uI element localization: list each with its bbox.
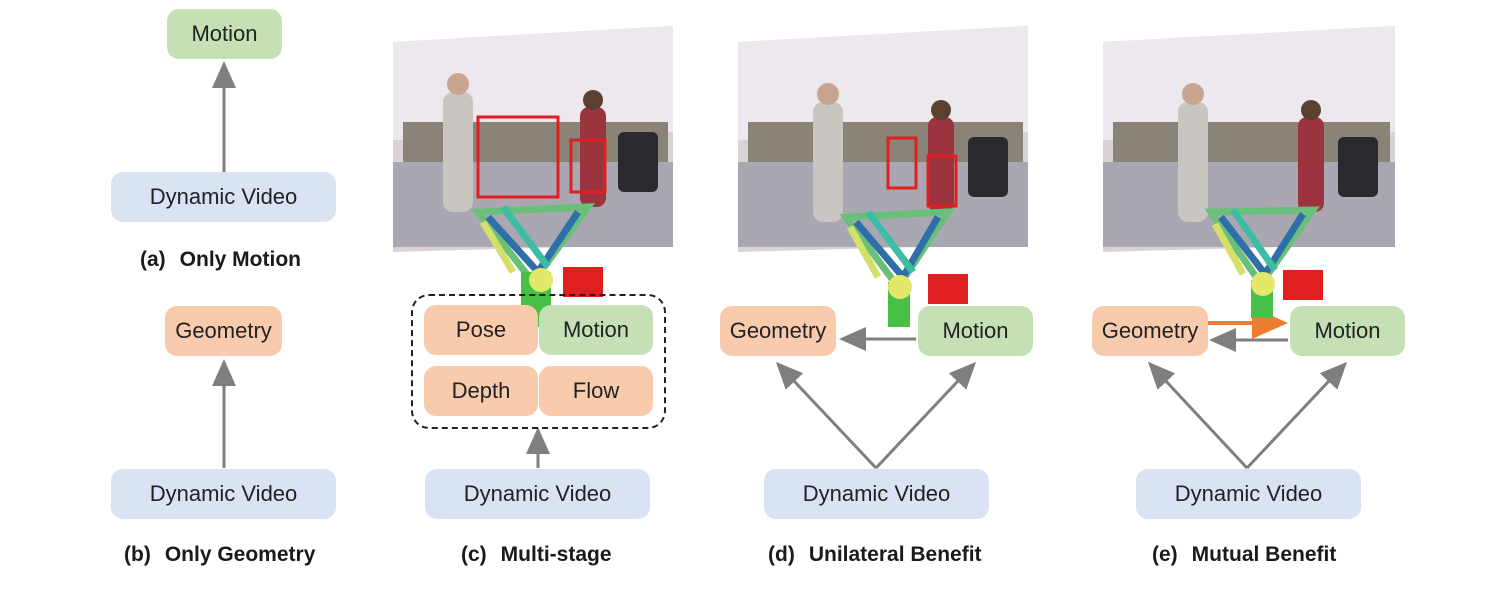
caption-text-b: Only Geometry (164, 543, 316, 566)
caption-a: (a) Only Motion (140, 248, 301, 272)
dynamic-video-box-a: Dynamic Video (111, 172, 336, 222)
geometry-box-d: Geometry (720, 306, 836, 356)
motion-box-d: Motion (918, 306, 1033, 356)
motion-box-a: Motion (167, 9, 282, 59)
pose-box: Pose (424, 305, 538, 355)
scene-image-c (393, 26, 673, 327)
caption-label-e: (e) (1152, 543, 1178, 566)
motion-box-e: Motion (1290, 306, 1405, 356)
caption-label-a: (a) (140, 248, 166, 271)
caption-e: (e) Mutual Benefit (1152, 543, 1336, 567)
flow-box: Flow (539, 366, 653, 416)
arrow-e-video-to-geometry (1147, 361, 1249, 470)
highlight-box (476, 115, 560, 199)
dynamic-video-box-e: Dynamic Video (1136, 469, 1361, 519)
caption-d: (d) Unilateral Benefit (768, 543, 982, 567)
arrow-d-video-to-motion (874, 361, 977, 470)
caption-b: (b) Only Geometry (124, 543, 315, 567)
caption-label-c: (c) (461, 543, 487, 566)
caption-label-b: (b) (124, 543, 151, 566)
motion-box-c: Motion (539, 305, 653, 355)
dynamic-video-box-c: Dynamic Video (425, 469, 650, 519)
highlight-box (926, 154, 958, 208)
caption-text-e: Mutual Benefit (1191, 543, 1337, 566)
depth-box: Depth (424, 366, 538, 416)
arrow-e-video-to-motion (1245, 361, 1348, 470)
dynamic-video-box-d: Dynamic Video (764, 469, 989, 519)
scene-image-e (1103, 26, 1395, 318)
caption-text-d: Unilateral Benefit (808, 543, 982, 566)
geometry-box-e: Geometry (1092, 306, 1208, 356)
arrow-d-video-to-geometry (775, 361, 878, 470)
highlight-box (569, 138, 607, 194)
caption-c: (c) Multi-stage (461, 543, 612, 567)
caption-text-a: Only Motion (179, 248, 301, 271)
highlight-box (886, 136, 918, 190)
caption-label-d: (d) (768, 543, 795, 566)
stage-group-frame (411, 294, 666, 429)
caption-text-c: Multi-stage (500, 543, 612, 566)
scene-image-d (738, 26, 1028, 327)
geometry-box-b: Geometry (165, 306, 282, 356)
dynamic-video-box-b: Dynamic Video (111, 469, 336, 519)
